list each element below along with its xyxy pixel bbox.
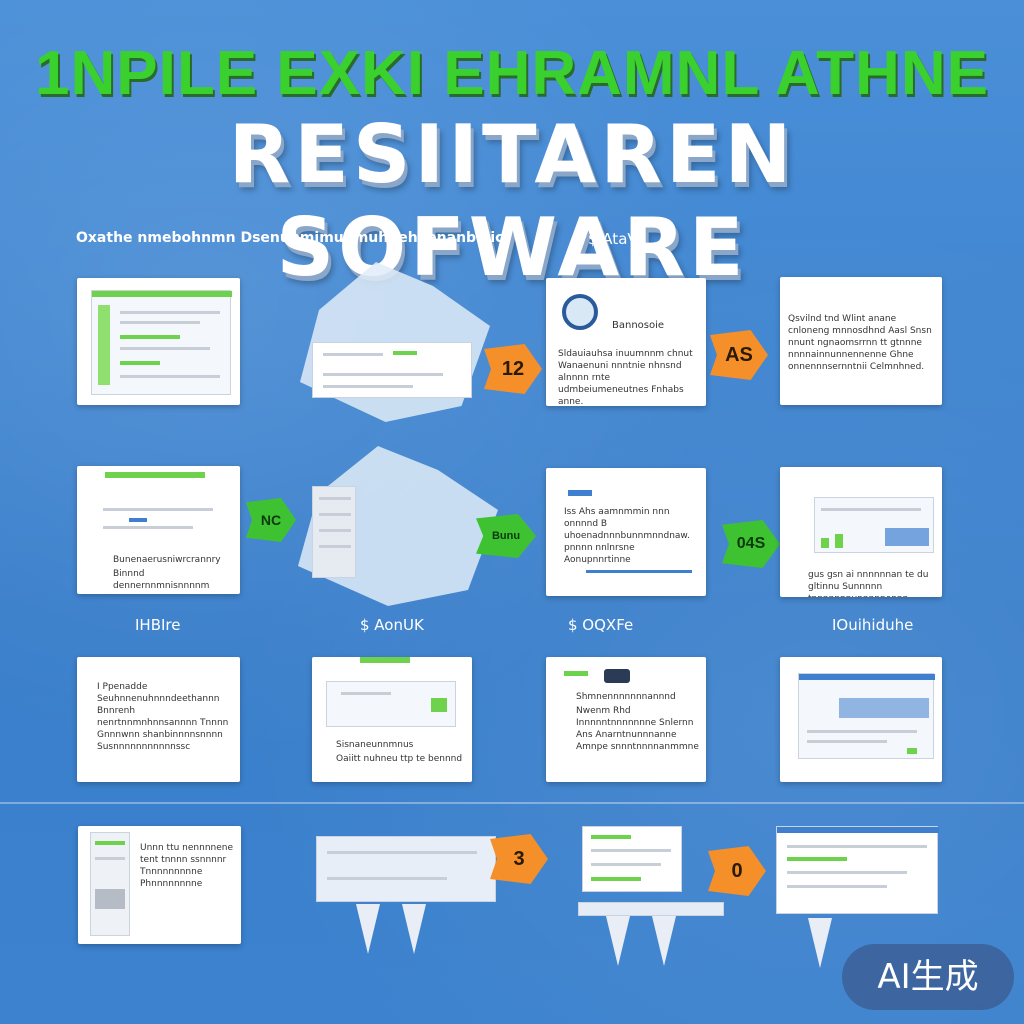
- row2-card1: Bunenaerusniwrcrannry Binnnd dennernnmni…: [77, 466, 240, 594]
- row4-desk: [578, 902, 724, 916]
- row2-card1-text2: Binnnd dennernnmnisnnnnm: [113, 569, 210, 591]
- subtitle: Oxathe nmebohnmn Dsenuhmimuumuhdehaenanb…: [76, 230, 504, 246]
- row4-stand-3a: [808, 918, 832, 968]
- row4-card1-device: [90, 832, 130, 936]
- row3-card3: Shmnennnnnnnannnd Nwenm Rhd Innnnntnnnnn…: [546, 657, 706, 782]
- row3-card1: I Ppenadde Seuhnnenuhnnndeethannn Bnnren…: [77, 657, 240, 782]
- printer-icon: [604, 669, 630, 683]
- row2-card3-text: Iss Ahs aamnmmin nnn onnnnd B uhoenadnnn…: [564, 507, 690, 565]
- card3-text: Sldauiauhsa inuumnnm chnut Wanaenuni nnn…: [558, 349, 693, 406]
- ai-generated-badge: AI生成: [842, 944, 1014, 1010]
- row3-card3-title: Shmnennnnnnnannnd: [576, 692, 676, 702]
- row4-stand-1b: [402, 904, 426, 954]
- row1-device-panel: [312, 342, 472, 398]
- row2-card1-text1: Bunenaerusniwrcrannry: [113, 555, 221, 565]
- row2-card4-text: gus gsn ai nnnnnnan te du gltinnu Sunnnn…: [808, 570, 929, 597]
- row2-card4: gus gsn ai nnnnnnan te du gltinnu Sunnnn…: [780, 467, 942, 597]
- col-label-2: $ AonUK: [360, 616, 424, 634]
- card4-text: Qsvilnd tnd Wlint anane cnloneng mnnosdh…: [788, 314, 932, 372]
- row1-card4: Qsvilnd tnd Wlint anane cnloneng mnnosdh…: [780, 277, 942, 405]
- row1-card3: Bannosoie Sldauiauhsa inuumnnm chnut Wan…: [546, 278, 706, 406]
- row4-stand-2b: [652, 916, 676, 966]
- row3-card1-text: I Ppenadde Seuhnnenuhnnndeethannn Bnnren…: [97, 682, 229, 752]
- step-arrow-bunu: Bunu: [476, 514, 536, 558]
- row2-server-rack: [312, 486, 356, 578]
- product-logo-icon: [562, 294, 598, 330]
- row3-card2: Sisnaneunnmnus Oaiitt nuhneu ttp te benn…: [312, 657, 472, 782]
- row4-card1-text: Unnn ttu nennnnene tent tnnnn ssnnnnr Tn…: [140, 843, 234, 889]
- step-arrow-12: 12: [484, 344, 542, 394]
- row4-device-1: [316, 836, 496, 902]
- col-label-3: $ OQXFe: [568, 616, 634, 634]
- row4-stand-2a: [606, 916, 630, 966]
- row4-device-2: [582, 826, 682, 892]
- row3-card3-text: Nwenm Rhd Innnnntnnnnnnne Snlernn Ans An…: [576, 706, 699, 752]
- col-label-1: IHBIre: [135, 616, 181, 634]
- row3-card2-panel: [326, 681, 456, 727]
- step-arrow-3: 3: [490, 834, 548, 884]
- row2-card4-dashboard: [814, 497, 934, 553]
- step-arrow-0: 0: [708, 846, 766, 896]
- row3-card2-text2: Oaiitt nuhneu ttp te bennnd: [336, 754, 463, 764]
- row3-card2-text1: Sisnaneunnmnus: [336, 740, 414, 750]
- row1-card1-screenshot: [77, 278, 240, 405]
- row4-device-3: [776, 826, 939, 914]
- row3-card4: [780, 657, 942, 782]
- row3-card4-chart-window: [798, 673, 935, 759]
- mini-window: [91, 290, 232, 395]
- section-divider: [0, 802, 1024, 804]
- step-arrow-nc: NC: [246, 498, 296, 542]
- title-top: 1NPILE EXKI EHRAMNL ATHNE: [35, 39, 989, 108]
- step-arrow-as: AS: [710, 330, 768, 380]
- step-arrow-04s: 04S: [722, 520, 780, 568]
- row4-stand-1a: [356, 904, 380, 954]
- col-label-4: IOuihiduhe: [832, 616, 914, 634]
- title-main: RESIITAREN SOFWARE: [228, 108, 796, 294]
- row2-card3: Iss Ahs aamnmmin nnn onnnnd B uhoenadnnn…: [546, 468, 706, 596]
- card3-caption: Bannosoie: [612, 320, 665, 331]
- row4-card1: Unnn ttu nennnnene tent tnnnn ssnnnnr Tn…: [78, 826, 241, 944]
- top-right-label: $ AtaVo: [588, 230, 646, 248]
